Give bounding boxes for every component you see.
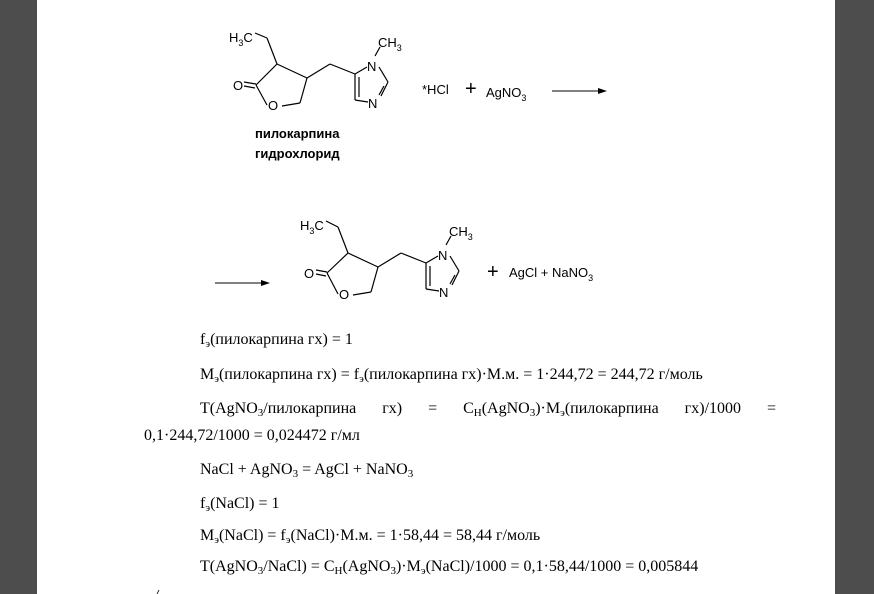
equation-fe-pilocarpine: fэ(пилокарпина гх) = 1 — [200, 331, 353, 350]
svg-text:AgCl + NaNO3: AgCl + NaNO3 — [509, 265, 593, 283]
reactant-ethyl-sub: 3 — [238, 38, 243, 48]
product-atom-n-ring: N — [439, 285, 448, 300]
reactant-methyl-sub: 3 — [397, 43, 402, 53]
reactant-methyl-ch: CH — [378, 35, 397, 50]
pilocarpine-base-structure — [315, 220, 460, 296]
caption-line-1: пилокарпина — [255, 126, 340, 141]
equation-me-pilocarpine: Мэ(пилокарпина гх) = fэ(пилокарпина гх)·… — [200, 366, 703, 385]
product-methyl-sub: 3 — [468, 232, 473, 242]
product-plus: + — [487, 261, 499, 283]
equation-nacl-reaction: NaCl + AgNO3 = AgCl + NaNO3 — [200, 461, 414, 480]
product-ethyl-h: H — [300, 218, 309, 233]
svg-text:CH3: CH3 — [378, 35, 402, 53]
byproducts: AgCl + NaNO — [509, 265, 588, 280]
equation-titer-pilocarpine-result: 0,1·244,72/1000 = 0,024472 г/мл — [144, 427, 360, 444]
equation-fe-nacl: fэ(NaCl) = 1 — [200, 495, 280, 514]
product-atom-o-carbonyl: O — [304, 266, 314, 281]
reactant-ethyl-c: C — [243, 30, 252, 45]
document-page: H3C CH3 N N O O *HCl + AgNO3 пилокарпина… — [37, 0, 835, 594]
pilocarpine-hcl-structure — [243, 32, 389, 107]
reactant-atom-o-ring: O — [268, 98, 278, 113]
reactant-salt-hcl: *HCl — [422, 82, 449, 97]
svg-text:CH3: CH3 — [449, 224, 473, 242]
equation-me-nacl: Мэ(NaCl) = fэ(NaCl)·М.м. = 1·58,44 = 58,… — [200, 527, 541, 546]
product-atom-n-methyl: N — [438, 248, 447, 263]
svg-text:H3C: H3C — [229, 30, 253, 48]
text-mark-fragment — [156, 590, 160, 594]
reactant-atom-n-ring: N — [368, 96, 377, 111]
product-methyl-ch: CH — [449, 224, 468, 239]
reagent-agno: AgNO — [486, 85, 521, 100]
reaction-scheme: H3C CH3 N N O O *HCl + AgNO3 пилокарпина… — [215, 30, 607, 302]
reaction-arrow-1 — [552, 88, 607, 94]
product-ethyl-sub: 3 — [309, 226, 314, 236]
byproducts-sub: 3 — [588, 273, 593, 283]
reaction-arrow-2 — [215, 280, 270, 286]
product-atom-o-ring: O — [339, 287, 349, 302]
caption-line-2: гидрохлорид — [255, 146, 340, 161]
equation-titer-nacl: Т(AgNO3/NaCl) = СН(AgNO3)·Мэ(NaCl)/1000 … — [200, 558, 699, 577]
reactant-atom-n-methyl: N — [367, 59, 376, 74]
reagent-agno-sub: 3 — [521, 93, 526, 103]
reactant-ethyl-h: H — [229, 30, 238, 45]
equation-titer-pilocarpine: Т(AgNO3/пилокарпина гх) = СН(AgNO3)·Мэ(п… — [200, 400, 777, 419]
svg-text:H3C: H3C — [300, 218, 324, 236]
svg-text:AgNO3: AgNO3 — [486, 85, 526, 103]
reactant-plus: + — [465, 78, 477, 100]
product-ethyl-c: C — [314, 218, 323, 233]
reactant-atom-o-carbonyl: O — [233, 78, 243, 93]
